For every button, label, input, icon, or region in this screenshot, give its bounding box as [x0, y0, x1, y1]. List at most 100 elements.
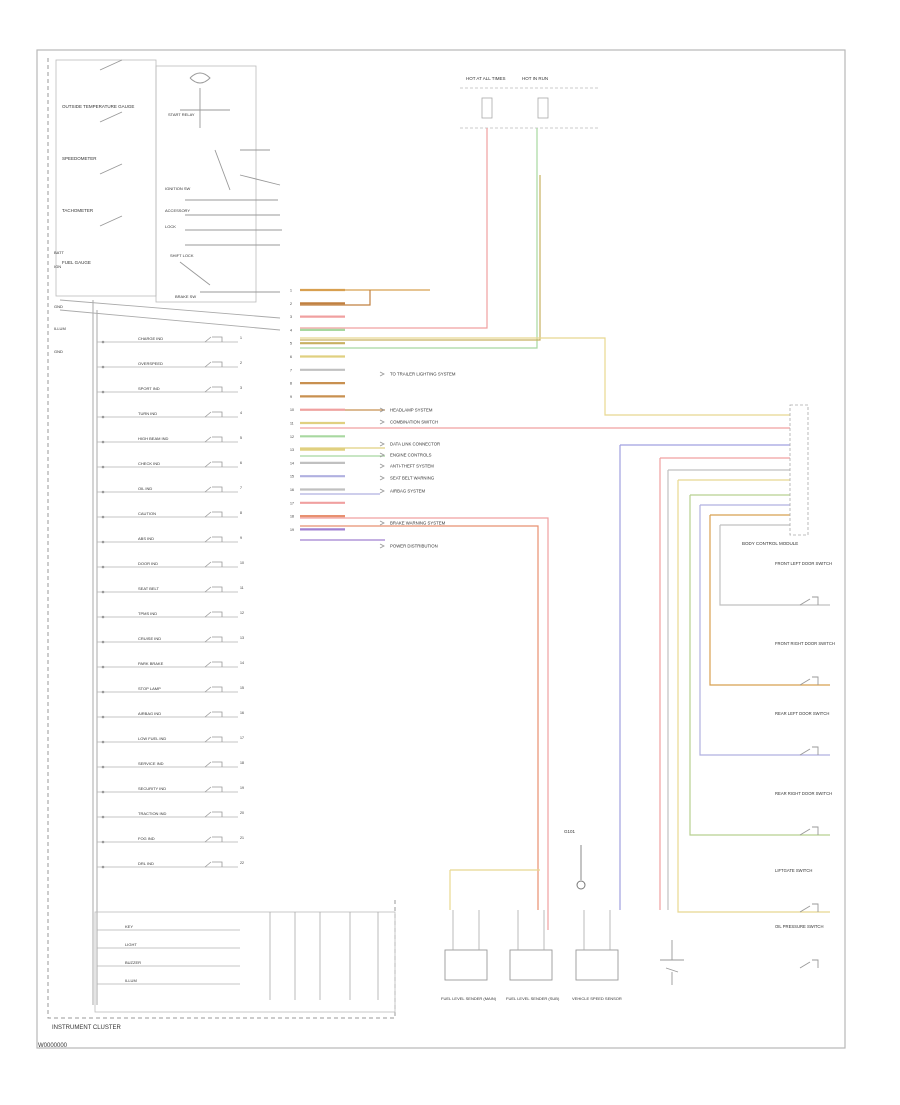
cluster-pin-number: 9 — [240, 536, 242, 540]
junction-dot — [101, 365, 105, 369]
cluster-row-label: OIL IND — [138, 486, 152, 491]
cluster-row-label: DRL IND — [138, 861, 154, 866]
cluster-pin-number: 11 — [240, 586, 244, 590]
wire-note: SEAT BELT WARNING — [390, 476, 435, 481]
indicator-switch — [204, 336, 223, 343]
cluster-row-label: SECURITY IND — [138, 786, 166, 791]
junction-dot — [101, 615, 105, 619]
junction-dot — [101, 565, 105, 569]
junction-dot — [101, 665, 105, 669]
junction-dot — [101, 715, 105, 719]
indicator-switch — [204, 361, 223, 368]
cluster-row-label: SERVICE IND — [138, 761, 164, 766]
svg-text:GND: GND — [54, 304, 63, 309]
wire-note: AIRBAG SYSTEM — [390, 489, 426, 494]
svg-text:ACCESSORY: ACCESSORY — [165, 208, 190, 213]
indicator-switch — [204, 761, 223, 768]
cluster-batt-feed — [59, 309, 281, 331]
stub-pin: 3 — [290, 315, 292, 319]
right-switches: FRONT LEFT DOOR SWITCH FRONT RIGHT DOOR S… — [775, 561, 835, 969]
cluster-pin-number: 15 — [240, 686, 244, 690]
indicator-switch — [204, 811, 223, 818]
gauges: OUTSIDE TEMPERATURE GAUGESPEEDOMETERTACH… — [62, 59, 134, 265]
cluster-pin-number: 6 — [240, 461, 242, 465]
note-arrow — [379, 441, 385, 447]
right-module-label: BODY CONTROL MODULE — [742, 541, 798, 546]
cluster-row-label: CHARGE IND — [138, 336, 163, 341]
right-switch-label: OIL PRESSURE SWITCH — [775, 924, 823, 929]
svg-text:BATT: BATT — [54, 250, 64, 255]
cluster-pin-number: 19 — [240, 786, 244, 790]
indicator-switch — [204, 436, 223, 443]
cluster-row-label: AIRBAG IND — [138, 711, 161, 716]
indicator-switch — [204, 386, 223, 393]
junction-dot — [101, 640, 105, 644]
gauge-needle — [99, 163, 123, 175]
stub-pin: 12 — [290, 435, 294, 439]
junction-dot — [101, 690, 105, 694]
cluster-row-label: SEAT BELT — [138, 586, 159, 591]
svg-text:IGN: IGN — [54, 264, 61, 269]
cluster-pin-number: 5 — [240, 436, 242, 440]
stub-pin: 13 — [290, 448, 294, 452]
body-control-module — [789, 404, 809, 536]
indicator-switch — [204, 511, 223, 518]
note-arrow — [379, 475, 385, 481]
junction-dot — [101, 815, 105, 819]
stub-pin: 19 — [290, 528, 294, 532]
note-arrow — [379, 407, 385, 413]
door-switch-symbol — [799, 959, 819, 969]
note-arrow — [379, 463, 385, 469]
indicator-switch — [204, 686, 223, 693]
stub-pin: 8 — [290, 382, 292, 386]
indicator-switch — [204, 711, 223, 718]
footer-code: W0000000 — [38, 1043, 68, 1049]
cluster-pin-number: 10 — [240, 561, 244, 565]
junction-dot — [101, 440, 105, 444]
cluster-pin-number: 8 — [240, 511, 242, 515]
gauge-needle — [99, 215, 123, 227]
gauge-label: FUEL GAUGE — [62, 260, 91, 265]
indicator-switch — [204, 661, 223, 668]
ground-symbol: G101 — [564, 829, 586, 890]
wire-note: BRAKE WARNING SYSTEM — [390, 521, 446, 526]
stub-pin: 16 — [290, 488, 294, 492]
gauge-label: SPEEDOMETER — [62, 156, 97, 161]
note-arrow — [379, 452, 385, 458]
svg-text:START RELAY: START RELAY — [168, 112, 195, 117]
svg-text:BRAKE SW: BRAKE SW — [175, 294, 196, 299]
note-arrow — [379, 543, 385, 549]
cluster-row-label: ABS IND — [138, 536, 154, 541]
wire-note: DATA LINK CONNECTOR — [390, 442, 440, 447]
cluster-row-label: CRUISE IND — [138, 636, 161, 641]
gauge-needle — [99, 59, 123, 71]
lower-row-label: KEY — [125, 924, 133, 929]
indicator-switch — [204, 486, 223, 493]
note-arrow — [379, 488, 385, 494]
cluster-pin-number: 16 — [240, 711, 244, 715]
svg-text:ILLUM: ILLUM — [54, 326, 66, 331]
sensor-box — [509, 949, 553, 981]
cluster-row-label: TURN IND — [138, 411, 157, 416]
instrument-cluster-label: INSTRUMENT CLUSTER — [52, 1025, 122, 1031]
right-switch-label: FRONT RIGHT DOOR SWITCH — [775, 641, 835, 646]
lower-row-label: BUZZER — [125, 960, 141, 965]
cluster-row-label: CAUTION — [138, 511, 156, 516]
cluster-row-label: CHECK IND — [138, 461, 160, 466]
right-switch-label: FRONT LEFT DOOR SWITCH — [775, 561, 832, 566]
junction-dot — [101, 340, 105, 344]
cluster-pin-number: 1 — [240, 336, 242, 340]
wire-note: TO TRAILER LIGHTING SYSTEM — [390, 372, 456, 377]
upper-switch-block — [155, 65, 257, 303]
cluster-pin-number: 13 — [240, 636, 244, 640]
feed-wires — [300, 128, 830, 930]
gauge-label: OUTSIDE TEMPERATURE GAUGE — [62, 104, 134, 109]
cluster-pin-number: 14 — [240, 661, 244, 665]
cluster-pin-number: 20 — [240, 811, 244, 815]
junction-dot — [101, 415, 105, 419]
cluster-row-label: TPMS IND — [138, 611, 157, 616]
right-switch-label: REAR LEFT DOOR SWITCH — [775, 711, 829, 716]
sensor-label: FUEL LEVEL SENDER (SUB) — [506, 996, 560, 1001]
indicator-switch — [204, 836, 223, 843]
